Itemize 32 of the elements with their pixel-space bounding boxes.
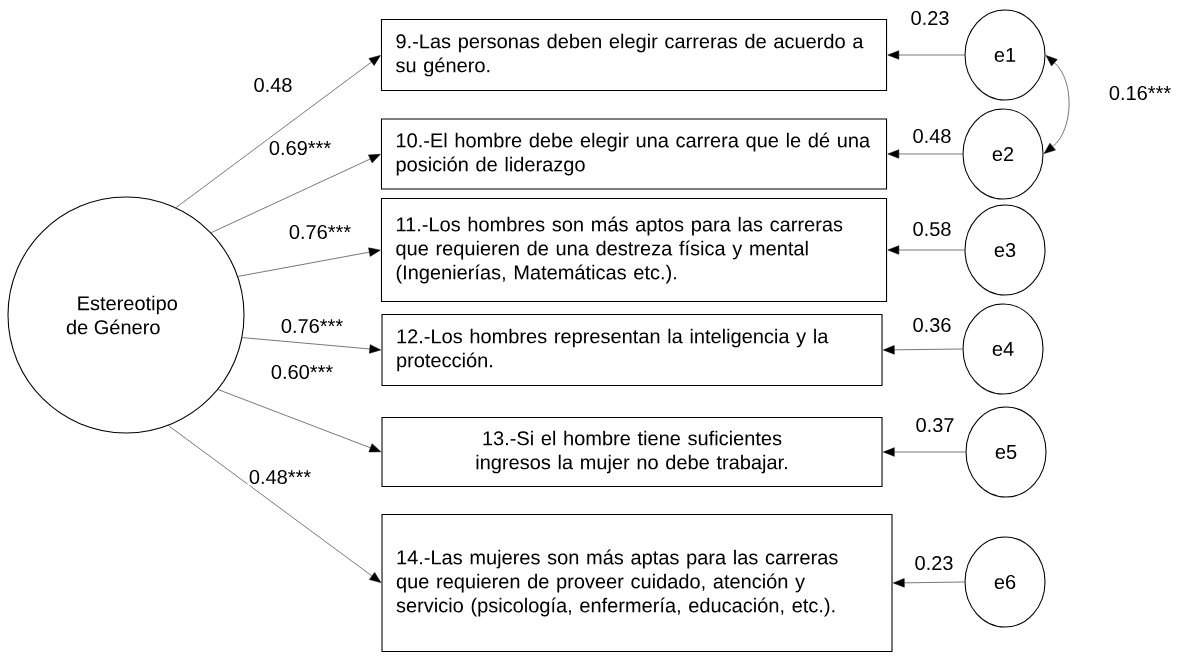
edge-label: 0.76*** (279, 317, 345, 335)
arrow (175, 55, 381, 208)
arrow (217, 389, 382, 453)
arrow (887, 50, 965, 60)
edge-label: 0.48*** (247, 468, 313, 486)
arrow (887, 245, 965, 255)
arrow (211, 154, 381, 233)
arrow (1043, 55, 1070, 154)
item-box: 9.-Las personas deben elegir carreras de acuerdo a su género. (380, 19, 888, 91)
arrow (168, 425, 382, 583)
edge-label: 0.16*** (1107, 84, 1173, 102)
arrow (893, 578, 965, 588)
arrow (883, 345, 963, 355)
edge-label: 0.48 (911, 127, 953, 145)
edge-label: 0.60*** (269, 363, 335, 381)
edge-label: 0.23 (913, 554, 955, 572)
edge-label: 0.69*** (267, 139, 333, 157)
item-box: 12.-Los hombres representan la inteligencia y la protección. (381, 314, 883, 386)
item-box: 10.-El hombre debe elegir una carrera que le dé una posición de liderazgo (380, 118, 888, 190)
edge-label: 0.23 (909, 9, 951, 27)
item-box: 11.-Los hombres son más aptos para las carreras que requieren de una destreza física y mental (Ingenierías, Matemáticas etc.). (380, 198, 888, 302)
item-box: 13.-Si el hombre tiene suficientes ingresos la mujer no debe trabajar. (381, 416, 883, 488)
arrow (237, 247, 381, 277)
edge-label: 0.48 (252, 76, 294, 94)
edge-label: 0.37 (914, 416, 956, 434)
edge-label: 0.58 (911, 220, 953, 238)
arrow (887, 149, 963, 159)
edge-label: 0.36 (911, 316, 953, 334)
edge-label: 0.76*** (287, 223, 353, 241)
arrow (242, 337, 381, 354)
item-box: 14.-Las mujeres son más aptas para las carreras que requieren de proveer cuidado, atención y servicio (psicología, enfermería, educación, etc.). (381, 513, 893, 653)
arrow (883, 447, 966, 457)
